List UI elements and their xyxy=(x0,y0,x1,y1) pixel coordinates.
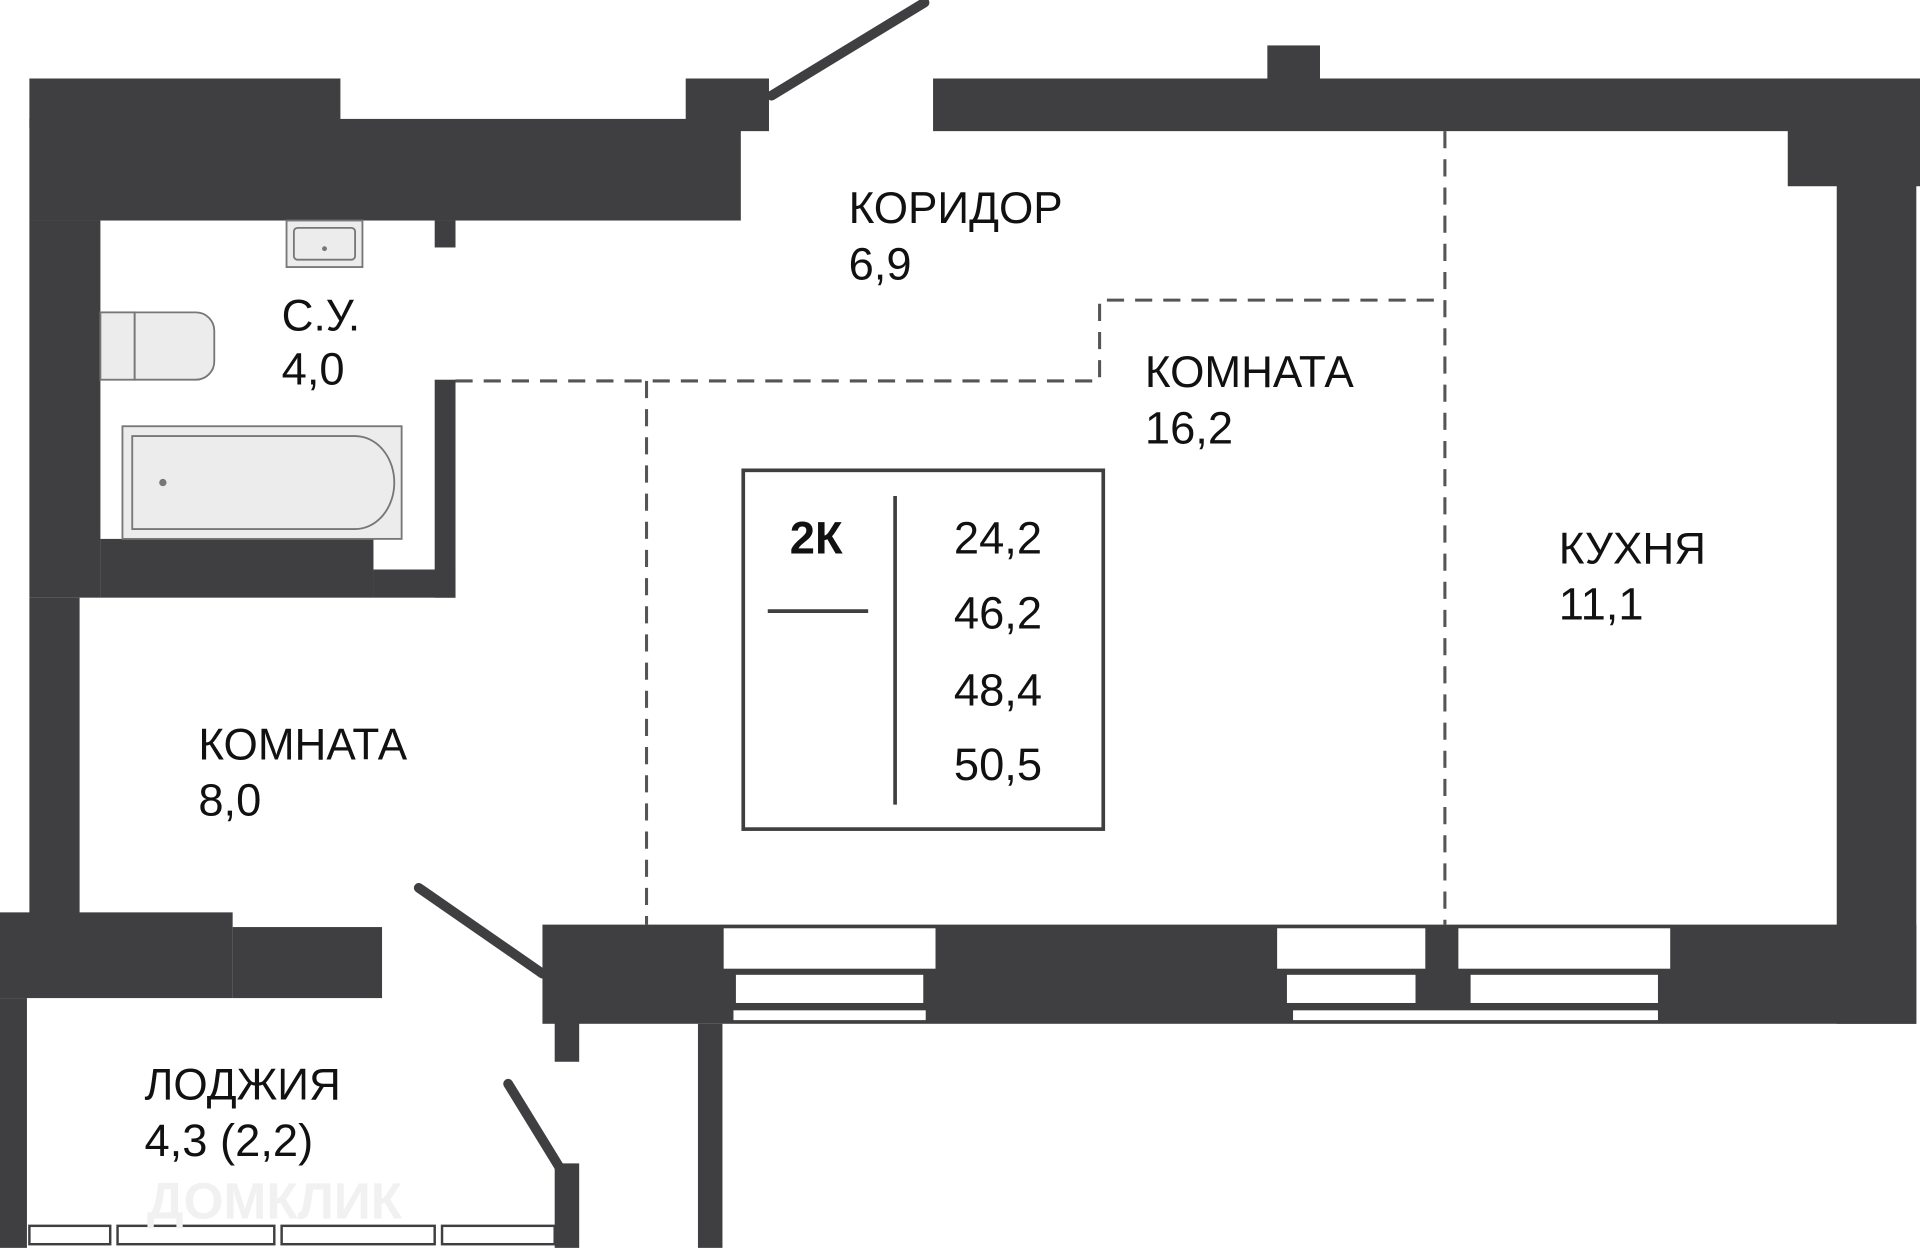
doors xyxy=(413,0,930,1175)
room-name-kitchen: КУХНЯ xyxy=(1559,524,1706,573)
room-area-corridor: 6,9 xyxy=(849,238,912,289)
area-with-loggia-reduced: 48,4 xyxy=(954,664,1042,715)
room-name-loggia: ЛОДЖИЯ xyxy=(144,1061,340,1110)
room-name-small-room: КОМНАТА xyxy=(198,720,407,769)
room-area-bathroom: 4,0 xyxy=(282,344,345,395)
area-with-loggia-full: 50,5 xyxy=(954,739,1042,790)
apartment-type: 2К xyxy=(790,513,843,564)
sink-icon xyxy=(285,219,364,268)
room-area-small-room: 8,0 xyxy=(198,775,261,826)
summary-box: 2К 24,2 46,2 48,4 50,5 xyxy=(741,468,1106,831)
windows xyxy=(28,925,1673,1246)
area-total: 46,2 xyxy=(954,587,1042,638)
room-name-large-room: КОМНАТА xyxy=(1145,348,1354,397)
area-living: 24,2 xyxy=(954,513,1042,564)
room-area-kitchen: 11,1 xyxy=(1559,579,1644,630)
bathtub-icon xyxy=(121,425,403,540)
room-boundaries xyxy=(455,131,1447,925)
room-area-large-room: 16,2 xyxy=(1145,402,1233,453)
toilet-icon xyxy=(99,311,216,381)
room-name-bathroom: С.У. xyxy=(282,292,360,341)
watermark: ДОМКЛИК xyxy=(147,1171,403,1229)
room-area-loggia: 4,3 (2,2) xyxy=(144,1115,313,1166)
room-name-corridor: КОРИДОР xyxy=(849,184,1063,233)
